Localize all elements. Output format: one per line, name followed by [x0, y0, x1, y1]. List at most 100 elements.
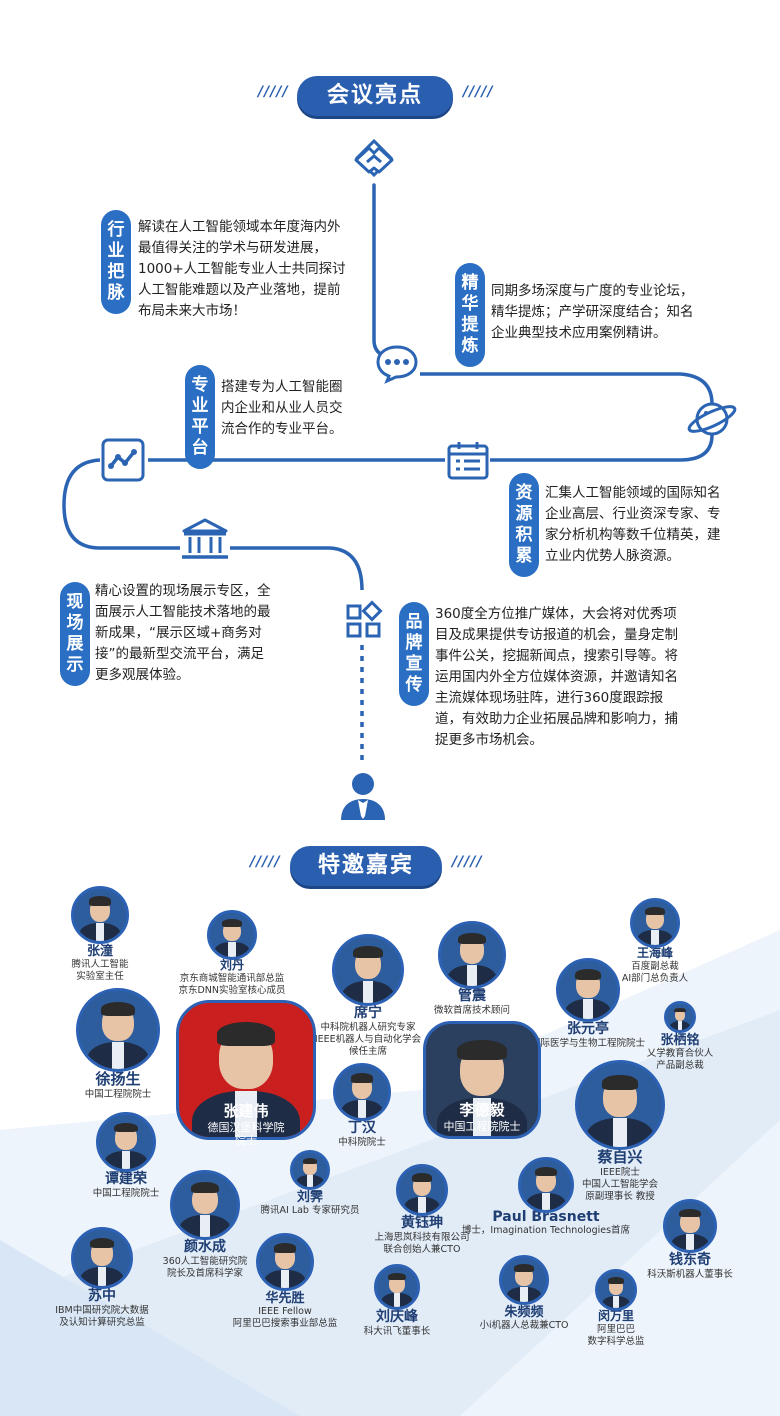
tag-char: 把: [107, 262, 125, 282]
guest-card: 谭建荣中国工程院院士: [41, 1112, 211, 1200]
tag-char: 行: [107, 220, 125, 240]
guest-avatar: [176, 1000, 316, 1140]
text-exhibition: 精心设置的现场展示专区，全 面展示人工智能技术落地的最 新成果，“展示区域+商务…: [95, 581, 295, 686]
tag-char: 台: [191, 438, 209, 458]
avatar-hair: [190, 1181, 220, 1194]
text-line: 人工智能难题以及产业落地，提前: [138, 282, 341, 298]
handshake-icon: [349, 138, 399, 186]
building-icon: [180, 517, 230, 565]
tag-char: 平: [191, 417, 209, 437]
guest-title-line: 中国工程院院士: [84, 1089, 152, 1100]
avatar-hair: [88, 896, 112, 906]
guest-title-line: 科大讯飞董事长: [363, 1326, 431, 1337]
guest-name: 王海峰: [636, 946, 673, 960]
text-line: 事件公关，挖掘新闻点，搜索引导等。将: [435, 648, 678, 664]
guest-avatar: [71, 886, 129, 944]
text-line: 搭建专为人工智能圈: [221, 379, 343, 395]
avatar-hair: [89, 1237, 115, 1248]
text-resources: 汇集人工智能领域的国际知名 企业高层、行业资深专家、专 家分析机构等数千位精英，…: [545, 483, 745, 567]
text-line: 360度全方位推广媒体，大会将对优秀项: [435, 606, 677, 622]
guest-title-line: 原副理事长 教授: [585, 1191, 655, 1202]
guest-avatar: [423, 1021, 541, 1139]
text-essence: 同期多场深度与广度的专业论坛， 精华提炼；产学研深度结合；知名 企业典型技术应用…: [491, 281, 721, 344]
guest-avatar: [96, 1112, 156, 1172]
guest-avatar: [374, 1264, 420, 1310]
text-line: 目及成果提供专访报道的机会，量身定制: [435, 627, 678, 643]
text-line: 立业内优势人脉资源。: [545, 548, 680, 564]
text-line: 流合作的专业平台。: [221, 421, 343, 437]
guest-title-line: 京东商城智能通讯部总监: [179, 973, 285, 984]
tag-char: 传: [405, 675, 423, 695]
guest-title-line: 百度副总裁: [631, 961, 679, 972]
guest-avatar: [256, 1233, 314, 1291]
avatar-hair: [114, 1122, 138, 1133]
guest-title-line: 上海思岚科技有限公司: [374, 1232, 470, 1243]
avatar-head: [674, 1008, 686, 1021]
guest-avatar: [438, 921, 506, 989]
avatar-hair: [514, 1264, 534, 1273]
highlights-title: 会议亮点: [297, 76, 453, 116]
avatar-shirt: [199, 1215, 211, 1237]
tag-industry: 行 业 把 脉: [101, 210, 131, 314]
guest-name: 刘庆峰: [376, 1309, 418, 1325]
tag-char: 场: [66, 613, 84, 633]
guest-name: 钱东奇: [669, 1252, 711, 1268]
guest-name: 苏中: [88, 1288, 116, 1304]
guest-card: 张元亭国际医学与生物工程院院士: [503, 958, 673, 1050]
text-line: 运用国内外全方位媒体资源，并邀请知名: [435, 669, 678, 685]
guest-avatar: [333, 1063, 391, 1121]
avatar-hair: [645, 907, 665, 916]
text-line: 精华提炼；产学研深度结合；知名: [491, 304, 694, 320]
text-line: 精心设置的现场展示专区，全: [95, 583, 271, 599]
avatar-shirt: [228, 942, 236, 957]
title-slashes-left: /////: [258, 84, 289, 100]
grid-apps-icon: [345, 600, 383, 645]
guest-avatar: [499, 1255, 549, 1305]
tag-char: 提: [461, 315, 479, 335]
guest-title-line: 阿里巴巴: [596, 1324, 635, 1335]
avatar-shirt: [97, 1266, 107, 1286]
text-line: 捉更多市场机会。: [435, 732, 543, 748]
text-line: 新成果，“展示区域+商务对: [95, 625, 262, 641]
tag-char: 宣: [405, 654, 423, 674]
tag-char: 业: [107, 241, 125, 261]
guest-title-line: 中国工程院院士: [443, 1120, 521, 1133]
avatar-hair: [100, 1001, 136, 1016]
avatar-hair: [679, 1208, 701, 1218]
avatar-shirt: [613, 1118, 627, 1147]
guest-title-line: 中科院院士: [338, 1137, 386, 1148]
guest-card: 闵万里阿里巴巴数字科学总监: [531, 1269, 701, 1348]
text-line: 更多观展体验。: [95, 667, 190, 683]
guest-avatar: [663, 1199, 717, 1253]
guest-card: 张栖铭乂学教育合伙人产品副总裁: [595, 1001, 765, 1072]
guest-title-line: 科沃斯机器人董事长: [647, 1269, 733, 1280]
text-platform: 搭建专为人工智能圈 内企业和从业人员交 流合作的专业平台。: [221, 377, 361, 440]
avatar-shirt: [95, 923, 105, 941]
avatar-hair: [411, 1173, 433, 1182]
avatar-shirt: [520, 1287, 528, 1302]
avatar-hair: [674, 1007, 686, 1013]
avatar-shirt: [307, 1175, 313, 1187]
guest-card: 丁汉中科院院士: [277, 1063, 447, 1149]
tag-char: 炼: [461, 336, 479, 356]
guest-avatar: [630, 898, 680, 948]
avatar-shirt: [542, 1193, 550, 1210]
avatar-shirt: [473, 1097, 491, 1136]
guest-title-line: IEEE院士: [600, 1167, 640, 1178]
guest-avatar: [556, 958, 620, 1022]
avatar-shirt: [677, 1021, 683, 1030]
text-line: 道，有效助力企业拓展品牌和影响力，捕: [435, 711, 678, 727]
guest-title-line: 中国工程院院士: [92, 1188, 160, 1199]
guest-title-line: 及认知计算研究总监: [59, 1317, 145, 1328]
guest-title-line: 国际医学与生物工程院院士: [530, 1038, 645, 1049]
text-line: 1000+人工智能专业人士共同探讨: [138, 261, 346, 277]
guest-card: 钱东奇科沃斯机器人董事长: [605, 1199, 775, 1281]
guest-title-line: 联合创始人兼CTO: [383, 1244, 461, 1255]
guest-title-line: IBM中国研究院大数据: [55, 1305, 149, 1316]
text-line: 最值得关注的学术与研发进展，: [138, 240, 327, 256]
text-line: 企业典型技术应用案例精讲。: [491, 325, 667, 341]
